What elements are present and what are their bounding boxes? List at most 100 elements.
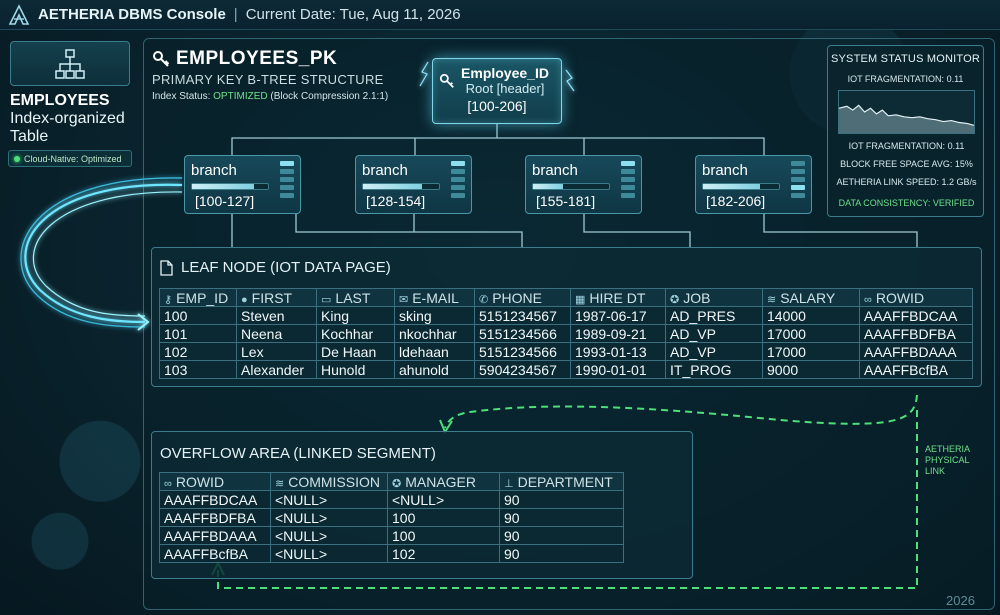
- branch-label: branch: [532, 162, 578, 179]
- branch-range: [128-154]: [366, 193, 426, 209]
- column-header[interactable]: ▦HIRE DT: [570, 288, 666, 307]
- column-header[interactable]: ✪JOB: [665, 288, 763, 307]
- overflow-data-table: ∞ROWID ≋COMMISSION ✪MANAGER ⊥DEPARTMENT …: [159, 472, 624, 563]
- branch-label: branch: [191, 162, 237, 179]
- branch-range: [100-127]: [195, 193, 255, 209]
- badge-icon: ✪: [392, 477, 402, 490]
- table-header-row: ⚷EMP_ID ●FIRST ▭LAST ✉E-MAIL ✆PHONE ▦HIR…: [159, 288, 973, 307]
- branch-range: [182-206]: [706, 193, 766, 209]
- root-range: [100-206]: [467, 98, 527, 114]
- app-name: AETHERIA DBMS Console: [38, 6, 226, 23]
- title-bar: AETHERIA DBMS Console | Current Date: Tu…: [0, 0, 1000, 30]
- overflow-area-title: OVERFLOW AREA (LINKED SEGMENT): [160, 445, 436, 462]
- branch-node[interactable]: branch [182-206]: [695, 155, 812, 214]
- leaf-data-table: ⚷EMP_ID ●FIRST ▭LAST ✉E-MAIL ✆PHONE ▦HIR…: [159, 288, 973, 379]
- phone-icon: ✆: [479, 293, 489, 306]
- index-status-label: Index Status:: [152, 91, 214, 102]
- table-row[interactable]: AAAFFBDCAA<NULL><NULL>90: [159, 490, 624, 509]
- org-chart-icon: ⊥: [504, 477, 514, 490]
- column-header[interactable]: ⚷EMP_ID: [159, 288, 237, 307]
- badge-icon: ✪: [670, 293, 680, 306]
- index-name-row: EMPLOYEES_PK: [152, 48, 388, 70]
- branch-level-indicator: [621, 161, 635, 201]
- index-heading: EMPLOYEES_PK PRIMARY KEY B-TREE STRUCTUR…: [152, 48, 388, 102]
- schema-tree-button[interactable]: [10, 41, 130, 86]
- monitor-link-speed: AETHERIA LINK SPEED: 1.2 GB/s: [836, 177, 977, 187]
- table-header-row: ∞ROWID ≋COMMISSION ✪MANAGER ⊥DEPARTMENT: [159, 472, 624, 491]
- column-header[interactable]: ∞ROWID: [159, 472, 271, 491]
- monitor-fragmentation: IOT FRAGMENTATION: 0.11: [848, 141, 965, 151]
- branch-level-indicator: [451, 161, 465, 201]
- watermark: 2026: [946, 593, 975, 608]
- document-icon: [160, 259, 173, 276]
- leaf-node-title: LEAF NODE (IOT DATA PAGE): [181, 259, 391, 276]
- coins-icon: ≋: [275, 477, 285, 490]
- branch-fill-bar: [191, 183, 269, 190]
- current-date: Current Date: Tue, Aug 11, 2026: [245, 6, 461, 23]
- user-icon: ●: [241, 293, 248, 306]
- column-header[interactable]: ▭LAST: [316, 288, 395, 307]
- monitor-free-space: BLOCK FREE SPACE AVG: 15%: [840, 159, 973, 169]
- branch-fill-bar: [362, 183, 440, 190]
- system-status-monitor: SYSTEM STATUS MONITOR IOT FRAGMENTATION:…: [827, 45, 984, 217]
- aetheria-logo-icon: [8, 3, 30, 25]
- branch-fill-bar: [702, 183, 780, 190]
- index-status-extra: (Block Compression 2.1:1): [267, 91, 389, 102]
- physical-link-label: AETHERIA PHYSICAL LINK: [925, 444, 971, 476]
- fragmentation-sparkline: [838, 90, 975, 134]
- coins-icon: ≋: [767, 293, 777, 306]
- key-icon: [439, 73, 454, 88]
- table-name: EMPLOYEES: [10, 92, 110, 109]
- index-status-value: OPTIMIZED: [213, 91, 268, 102]
- monitor-fragmentation-top: IOT FRAGMENTATION: 0.11: [847, 74, 964, 84]
- root-node[interactable]: Employee_ID Root [header] [100-206]: [432, 58, 562, 124]
- cloud-native-badge: Cloud-Native: Optimized: [8, 150, 132, 167]
- column-header[interactable]: ✉E-MAIL: [394, 288, 475, 307]
- column-header[interactable]: ≋SALARY: [762, 288, 860, 307]
- status-dot-icon: [14, 155, 20, 162]
- branch-range: [155-181]: [536, 193, 596, 209]
- column-header[interactable]: ⊥DEPARTMENT: [499, 472, 624, 491]
- root-title: Employee_ID: [461, 65, 549, 81]
- root-subtitle: Root [header]: [465, 81, 545, 96]
- column-header[interactable]: ✆PHONE: [474, 288, 571, 307]
- branch-node[interactable]: branch [155-181]: [525, 155, 642, 214]
- index-status: Index Status: OPTIMIZED (Block Compressi…: [152, 91, 388, 102]
- branch-level-indicator: [280, 161, 294, 201]
- column-header[interactable]: ●FIRST: [236, 288, 317, 307]
- branch-fill-bar: [532, 183, 610, 190]
- table-type: Index-organized: [10, 110, 125, 127]
- cloud-badge-label: Cloud-Native: Optimized: [24, 153, 122, 164]
- index-name: EMPLOYEES_PK: [176, 48, 338, 69]
- envelope-icon: ✉: [399, 293, 409, 306]
- column-header[interactable]: ✪MANAGER: [387, 472, 500, 491]
- index-subtitle: PRIMARY KEY B-TREE STRUCTURE: [152, 72, 384, 87]
- branch-node[interactable]: branch [100-127]: [184, 155, 301, 214]
- leaf-node-heading: LEAF NODE (IOT DATA PAGE): [160, 259, 391, 276]
- hierarchy-icon: [55, 48, 85, 79]
- id-card-icon: ▭: [321, 293, 332, 306]
- table-heading: EMPLOYEES Index-organized Table: [10, 92, 125, 146]
- column-header[interactable]: ≋COMMISSION: [270, 472, 388, 491]
- link-icon: ∞: [864, 293, 872, 306]
- column-header[interactable]: ∞ROWID: [859, 288, 973, 307]
- key-icon: [153, 51, 170, 67]
- branch-label: branch: [362, 162, 408, 179]
- branch-level-indicator: [791, 161, 805, 201]
- monitor-consistency: DATA CONSISTENCY: VERIFIED: [838, 198, 975, 208]
- branch-label: branch: [702, 162, 748, 179]
- calendar-icon: ▦: [575, 293, 586, 306]
- monitor-title: SYSTEM STATUS MONITOR: [830, 53, 981, 65]
- link-icon: ∞: [164, 477, 172, 490]
- key-icon: ⚷: [164, 293, 173, 306]
- table-suffix: Table: [10, 128, 49, 145]
- branch-node[interactable]: branch [128-154]: [355, 155, 472, 214]
- title-separator: |: [233, 6, 238, 23]
